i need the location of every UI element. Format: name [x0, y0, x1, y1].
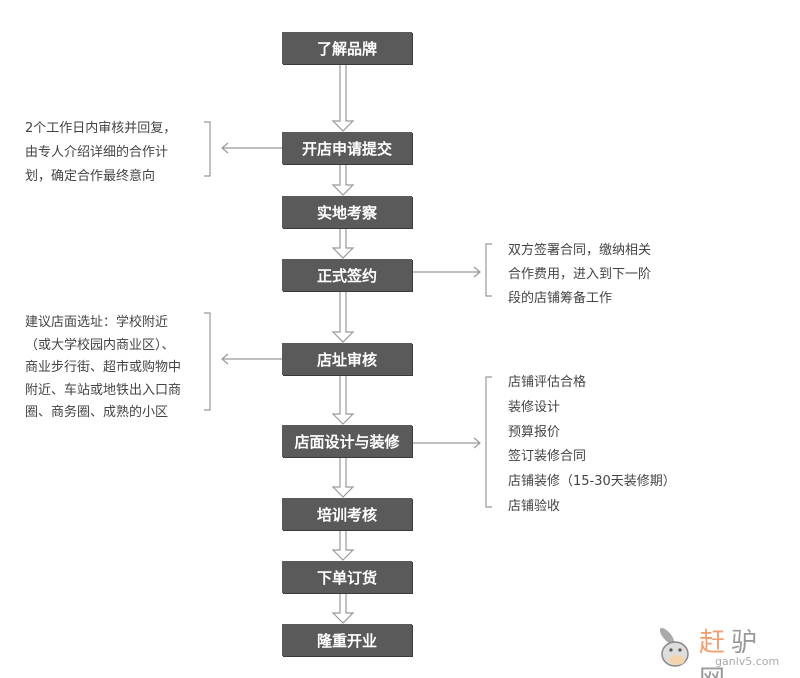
down-arrow-icon [331, 530, 355, 561]
watermark-logo: 赶驴网 ganlv5.com [655, 622, 795, 678]
donkey-icon [659, 627, 689, 667]
arrow-head-icon [221, 142, 229, 154]
step-site-visit: 实地考察 [282, 196, 412, 228]
note-line: 店铺装修（15-30天装修期） [508, 474, 676, 490]
bracket [485, 243, 492, 297]
step-order: 下单订货 [282, 561, 412, 593]
note-line: 划，确定合作最终意向 [25, 169, 156, 184]
bracket [485, 376, 492, 508]
down-arrow-icon [331, 375, 355, 425]
note-line: 附近、车站或地铁出入口商 [25, 382, 182, 398]
bracket [204, 312, 211, 411]
arrow-head-icon [473, 266, 481, 278]
step-sign-contract: 正式签约 [282, 259, 412, 291]
note-line: 签订装修合同 [508, 449, 587, 465]
down-arrow-icon [331, 64, 355, 132]
arrow-head-icon [221, 353, 229, 365]
note-site-review: 建议店面选址：学校附近 （或大学校园内商业区）、 商业步行街、超市或购物中 附近… [25, 312, 181, 425]
step-design-decoration: 店面设计与装修 [282, 425, 412, 457]
note-line: 建议店面选址：学校附近 [25, 315, 169, 330]
step-grand-opening: 隆重开业 [282, 624, 412, 656]
step-learn-brand: 了解品牌 [282, 32, 412, 64]
note-line: 合作费用，进入到下一阶 [508, 267, 652, 282]
note-line: 商业步行街、超市或购物中 [25, 360, 182, 375]
step-site-review: 店址审核 [282, 343, 412, 375]
logo-name-part1: 赶 [699, 628, 732, 658]
note-line: 2个工作日内审核并回复， [25, 121, 177, 136]
logo-name-part2: 驴网 [699, 628, 764, 678]
step-submit-application: 开店申请提交 [282, 132, 412, 164]
logo-url: ganlv5.com [715, 655, 780, 668]
note-application: 2个工作日内审核并回复， 由专人介绍详细的合作计 划，确定合作最终意向 [25, 117, 176, 189]
note-signing: 双方签署合同，缴纳相关 合作费用，进入到下一阶 段的店铺筹备工作 [508, 239, 651, 311]
note-line: 双方签署合同，缴纳相关 [508, 243, 652, 258]
note-line: 圈、商务圈、成熟的小区 [25, 405, 169, 420]
arrow-head-icon [473, 437, 481, 449]
note-line: 装修设计 [508, 399, 561, 415]
bracket [204, 121, 211, 177]
down-arrow-icon [331, 457, 355, 498]
note-design: 店铺评估合格 装修设计 预算报价 签订装修合同 店铺装修（15-30天装修期） … [508, 371, 676, 520]
note-line: 由专人介绍详细的合作计 [25, 145, 169, 160]
note-line: （或大学校园内商业区）、 [25, 337, 175, 353]
down-arrow-icon [331, 593, 355, 624]
down-arrow-icon [331, 164, 355, 196]
down-arrow-icon [331, 291, 355, 343]
note-line: 段的店铺筹备工作 [508, 291, 613, 306]
note-line: 店铺评估合格 [508, 375, 587, 390]
note-line: 店铺验收 [508, 498, 561, 514]
down-arrow-icon [331, 228, 355, 259]
note-line: 预算报价 [508, 424, 561, 440]
step-training: 培训考核 [282, 498, 412, 530]
